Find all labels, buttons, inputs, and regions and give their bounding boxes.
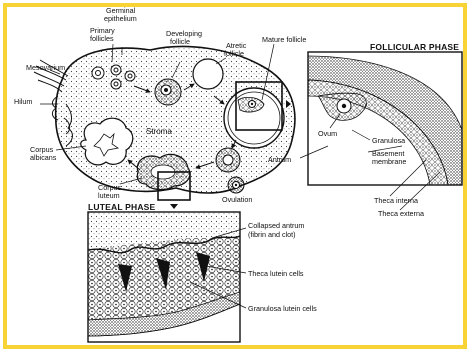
ovum-label: Ovum (318, 129, 337, 138)
ovulating-follicle (216, 148, 240, 172)
luteal-zoom-pointer (170, 204, 178, 209)
follicular-phase-title: FOLLICULAR PHASE (370, 42, 459, 52)
atretic-follicle-label-2: follicle (224, 49, 244, 58)
developing-follicle (155, 79, 181, 105)
developing-follicle-label-2: follicle (170, 37, 190, 46)
theca-externa-label: Theca externa (378, 209, 424, 218)
mature-follicle-label: Mature follicle (262, 35, 306, 44)
stroma-label: Stroma (146, 127, 172, 136)
corpus-albicans-label-2: albicans (30, 153, 57, 162)
hilum-label: Hilum (14, 97, 32, 106)
luteal-phase-inset (88, 212, 240, 342)
theca-lutein-label: Theca lutein cells (248, 269, 304, 278)
granulosa-lutein-label: Granulosa lutein cells (248, 304, 317, 313)
collapsed-antrum-label-1: Collapsed antrum (248, 221, 304, 230)
germinal-epithelium-label-2: epithelium (104, 14, 137, 23)
luteal-phase-title: LUTEAL PHASE (88, 202, 156, 212)
primary-follicles-label-2: follicles (90, 34, 114, 43)
ovulation-ovum (228, 177, 244, 193)
basement-membrane-label-2: membrane (372, 157, 406, 166)
granulosa-label: Granulosa (372, 136, 405, 145)
collapsed-antrum-label-2: (fibrin and clot) (248, 230, 296, 239)
atretic-follicle (193, 59, 223, 89)
antrum-label: Antrum (268, 155, 291, 164)
mesovarium-label: Mesovarium (26, 63, 65, 72)
mature-follicle (224, 88, 284, 148)
corpus-luteum-label-2: luteum (98, 191, 120, 200)
theca-interna-label: Theca interna (374, 196, 418, 205)
ovulation-label: Ovulation (222, 195, 252, 204)
